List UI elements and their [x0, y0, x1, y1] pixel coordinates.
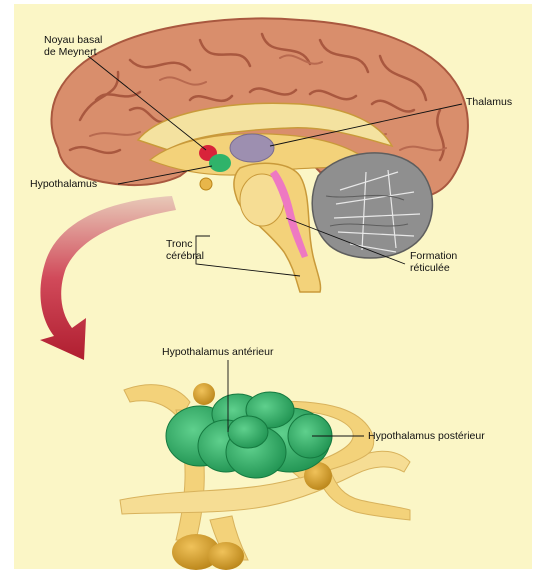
label-tronc-line1: Tronc: [166, 238, 204, 250]
zoom-arrow: [40, 196, 176, 360]
label-noyau-line2: de Meynert: [44, 46, 102, 58]
label-formation-line2: réticulée: [410, 262, 457, 274]
label-hypothalamus: Hypothalamus: [30, 178, 97, 190]
label-thalamus: Thalamus: [466, 96, 512, 108]
pituitary-structure: [200, 178, 212, 190]
hypothalamus-structure: [209, 154, 231, 172]
thalamus-structure: [230, 134, 274, 162]
label-noyau-line1: Noyau basal: [44, 34, 102, 46]
label-formation-line1: Formation: [410, 250, 457, 262]
label-hypothalamus-posterieur: Hypothalamus postérieur: [368, 430, 485, 442]
label-tronc-cerebral: Tronc cérébral: [166, 238, 204, 262]
label-hypothalamus-anterieur: Hypothalamus antérieur: [162, 346, 273, 358]
label-noyau-basal: Noyau basal de Meynert: [44, 34, 102, 58]
cerebellum: [312, 153, 432, 258]
label-formation-reticulee: Formation réticulée: [410, 250, 457, 274]
label-tronc-line2: cérébral: [166, 250, 204, 262]
